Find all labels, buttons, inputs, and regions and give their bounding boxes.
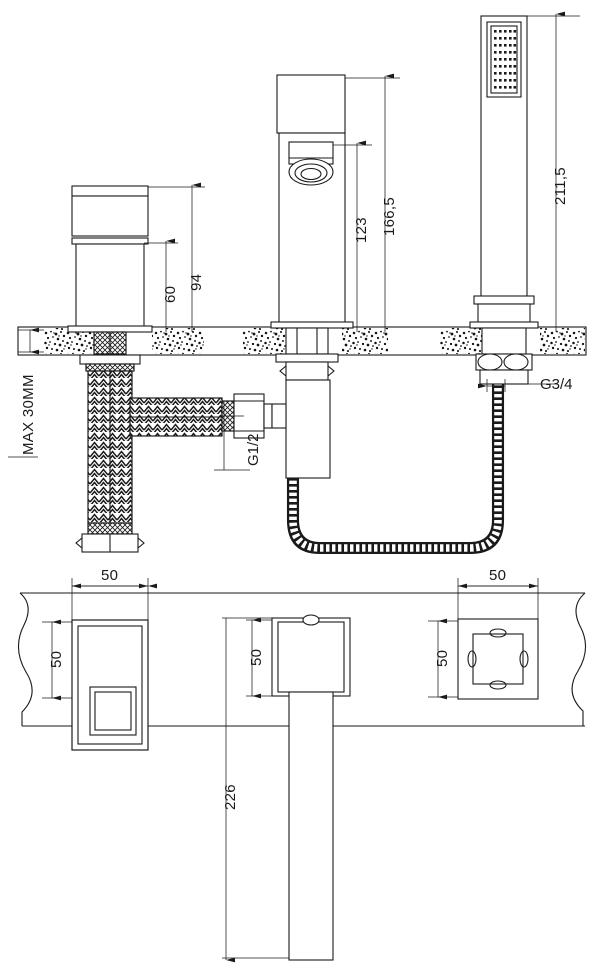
dimension-text-211-5: 211,5 xyxy=(552,167,569,205)
plan-dimension-text-depth-left: 50 xyxy=(48,650,65,668)
plan-dimension-text-length-226: 226 xyxy=(222,784,239,810)
spout-elevation xyxy=(270,74,354,479)
dimension-text-94: 94 xyxy=(188,273,205,291)
spout-plan xyxy=(271,614,351,961)
dimension-text-60: 60 xyxy=(162,285,179,303)
braided-supply-hose xyxy=(75,370,223,553)
handshower-holder-plan xyxy=(457,618,539,700)
dimension-text-max-deck-thickness: MAX 30MM xyxy=(20,374,37,455)
dimension-text-166-5: 166,5 xyxy=(381,196,398,236)
handle-plan xyxy=(71,619,149,751)
shower-hose xyxy=(286,378,505,555)
handle-plan-overlay xyxy=(71,619,149,751)
dimension-text-123: 123 xyxy=(353,217,370,243)
handle-elevation xyxy=(67,185,153,372)
elevation-dimension-lines xyxy=(8,11,580,471)
plan-dimension-text-width-left: 50 xyxy=(101,567,119,584)
handshower-elevation xyxy=(469,15,539,385)
plan-dimension-text-depth-right: 50 xyxy=(434,649,451,667)
thread-label-g-three-quarter: G3/4 xyxy=(540,376,573,393)
plan-dimension-text-width-right: 50 xyxy=(489,567,507,584)
plan-dimension-text-depth-center: 50 xyxy=(248,648,265,666)
thread-label-g-half: G1/2 xyxy=(245,433,262,466)
plan-dimension-lines xyxy=(42,578,539,963)
